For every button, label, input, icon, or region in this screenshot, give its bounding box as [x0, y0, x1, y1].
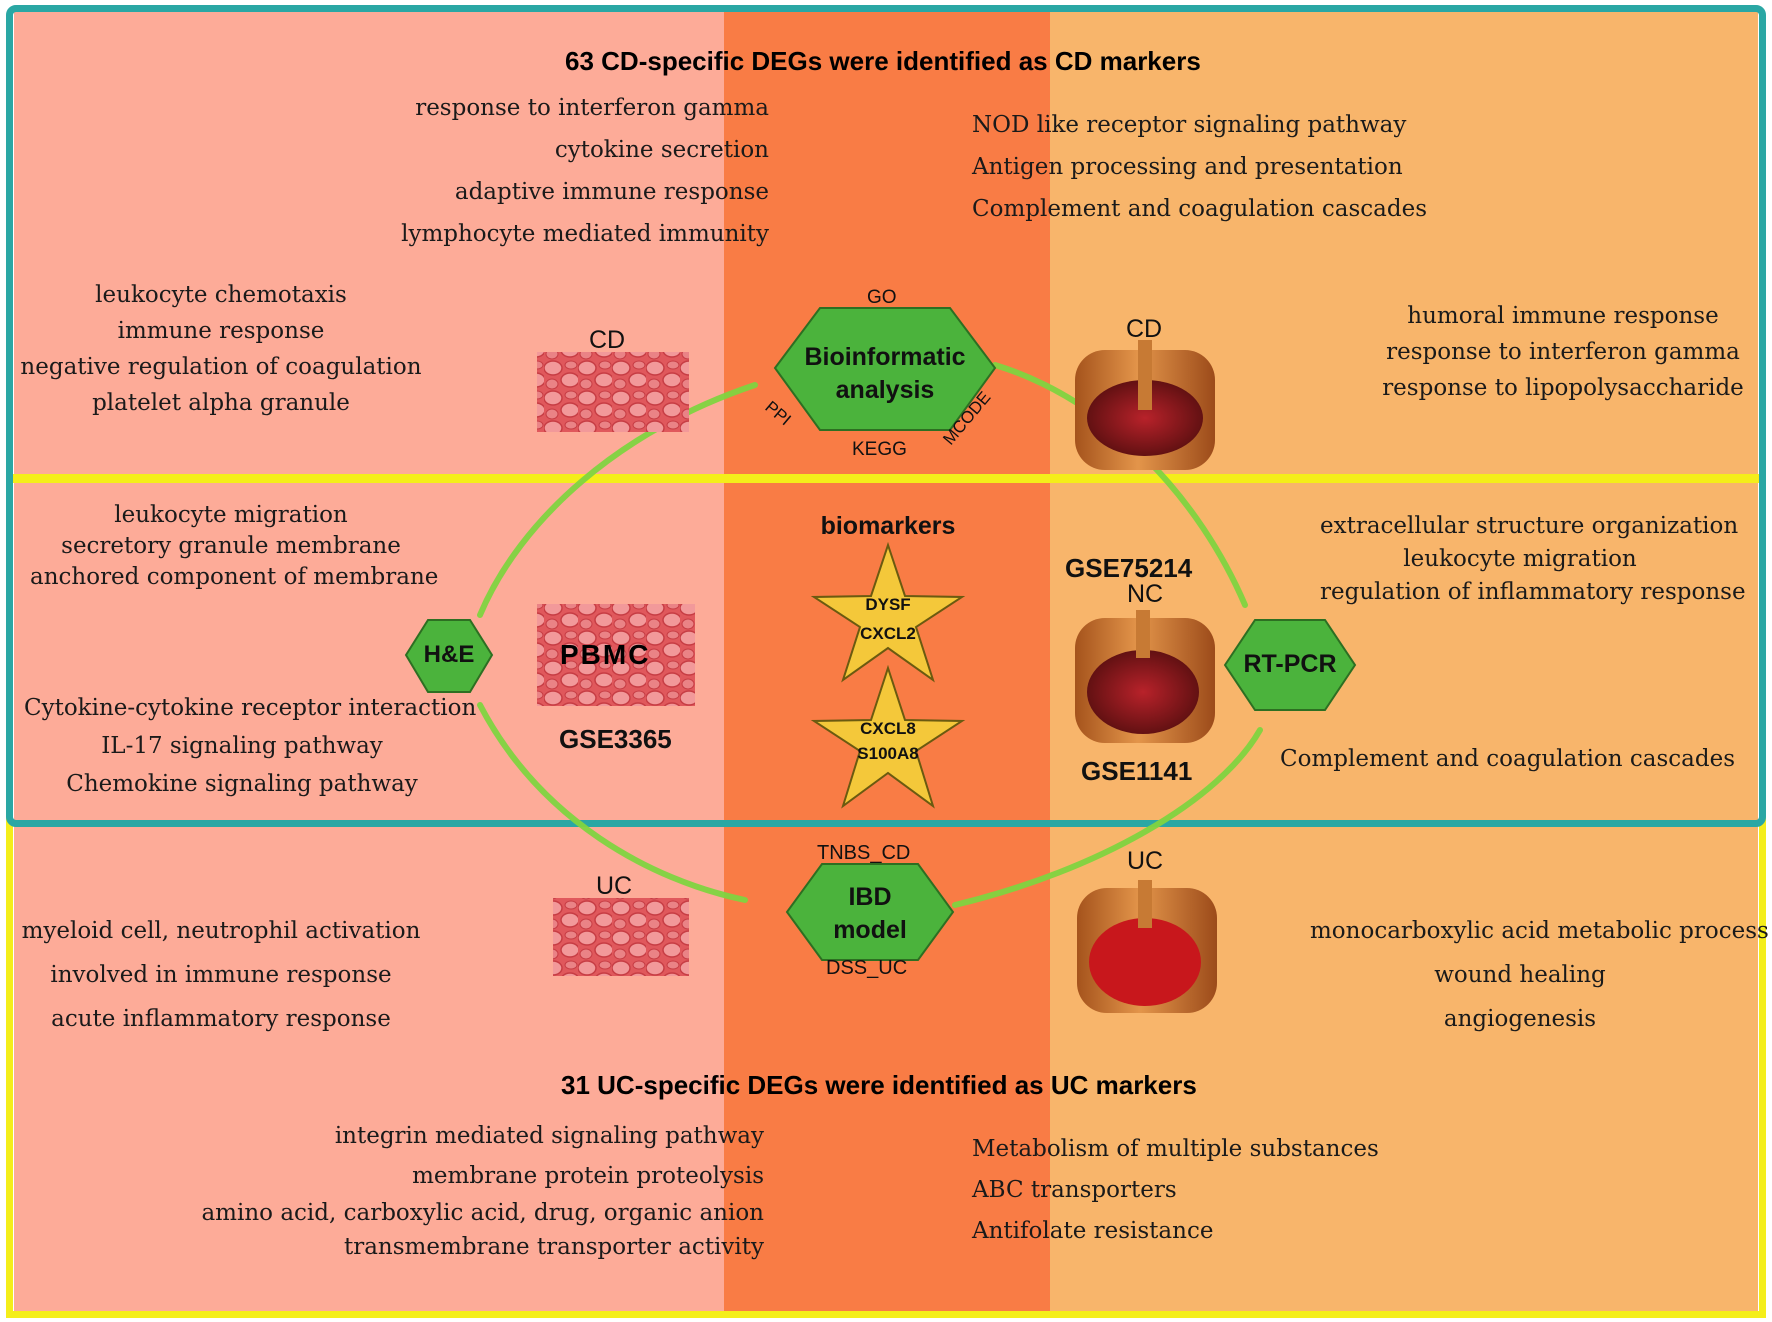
- uc-go-term: amino acid, carboxylic acid, drug, organ…: [201, 1200, 764, 1226]
- ibd-model-hexagon: [785, 863, 955, 961]
- cd-pbmc-label: CD: [589, 326, 626, 354]
- dss-uc-label: DSS_UC: [826, 957, 908, 979]
- cd-go-term: adaptive immune response: [454, 179, 769, 205]
- pbmc-cell-image: [537, 604, 695, 706]
- cd-tissue-term: humoral immune response: [1407, 303, 1719, 329]
- uc-go-term: integrin mediated signaling pathway: [334, 1123, 764, 1149]
- uc-go-term: membrane protein proteolysis: [412, 1163, 764, 1189]
- uc-pbmc-term: acute inflammatory response: [51, 1006, 391, 1032]
- kegg-label: KEGG: [852, 439, 907, 460]
- rtpcr-hexagon: [1223, 619, 1357, 711]
- uc-heading: 31 UC-specific DEGs were identified as U…: [561, 1070, 1197, 1100]
- gse1141-label: GSE1141: [1081, 756, 1193, 786]
- cycle-arrow: [477, 362, 1263, 908]
- nc-pbmc-go-term: secretory granule membrane: [61, 533, 401, 559]
- tnbs-cd-label: TNBS_CD: [817, 842, 911, 864]
- pbmc-label: PBMC: [560, 639, 651, 670]
- cd-heading: 63 CD-specific DEGs were identified as C…: [565, 46, 1201, 76]
- bioinformatic-hexagon: [773, 307, 997, 431]
- bioinformatic-label-line1: Bioinformatic: [804, 343, 966, 371]
- he-label: H&E: [423, 641, 475, 668]
- nc-tissue-label: NC: [1127, 580, 1164, 608]
- uc-pbmc-term: involved in immune response: [50, 962, 392, 988]
- biomarker-star-2: [810, 664, 966, 809]
- uc-pbmc-term: myeloid cell, neutrophil activation: [21, 918, 421, 944]
- biomarker-gene: CXCL2: [860, 624, 916, 643]
- ibd-model-label-line2: model: [833, 916, 907, 944]
- cd-tissue-term: response to lipopolysaccharide: [1382, 375, 1744, 401]
- uc-pbmc-cell-image: [553, 898, 689, 976]
- nc-pbmc-kegg-term: IL-17 signaling pathway: [101, 733, 383, 759]
- nc-pbmc-go-term: leukocyte migration: [114, 502, 348, 528]
- cd-go-term: response to interferon gamma: [415, 95, 769, 121]
- nc-colon-image: [1075, 610, 1215, 743]
- bioinformatic-label-line2: analysis: [835, 376, 935, 404]
- cd-pbmc-term: platelet alpha granule: [92, 390, 350, 416]
- nc-tissue-go-term: leukocyte migration: [1403, 546, 1637, 572]
- biomarker-gene: CXCL8: [860, 719, 916, 738]
- cd-pbmc-cell-image: [537, 352, 689, 432]
- gse3365-label: GSE3365: [559, 724, 672, 754]
- uc-tissue-term: angiogenesis: [1443, 1006, 1597, 1032]
- cd-go-term: cytokine secretion: [554, 137, 769, 163]
- cd-kegg-term: Complement and coagulation cascades: [972, 196, 1428, 222]
- ibd-model-label-line1: IBD: [848, 883, 892, 911]
- uc-pbmc-label: UC: [596, 872, 633, 900]
- gse75214-label: GSE75214: [1065, 553, 1193, 583]
- cd-kegg-term: Antigen processing and presentation: [972, 154, 1403, 180]
- he-hexagon: [404, 619, 494, 693]
- uc-section-divider: [10, 474, 1762, 483]
- go-label: GO: [867, 287, 897, 308]
- cd-tissue-term: response to interferon gamma: [1386, 339, 1740, 365]
- cd-tissue-label: CD: [1126, 315, 1163, 343]
- uc-tissue-term: wound healing: [1434, 962, 1606, 988]
- cd-kegg-term: NOD like receptor signaling pathway: [972, 112, 1407, 138]
- uc-kegg-term: ABC transporters: [972, 1177, 1177, 1203]
- nc-pbmc-kegg-term: Cytokine-cytokine receptor interaction: [24, 695, 477, 721]
- biomarkers-title: biomarkers: [820, 512, 956, 540]
- cd-colon-image: [1075, 340, 1215, 470]
- cd-go-term: lymphocyte mediated immunity: [401, 221, 769, 247]
- nc-tissue-kegg-term: Complement and coagulation cascades: [1280, 746, 1736, 772]
- uc-go-term: transmembrane transporter activity: [343, 1234, 764, 1260]
- cd-pbmc-term: negative regulation of coagulation: [20, 354, 422, 380]
- nc-pbmc-kegg-term: Chemokine signaling pathway: [66, 771, 418, 797]
- biomarker-star-1: [810, 541, 966, 683]
- uc-colon-image: [1077, 880, 1217, 1013]
- nc-tissue-go-term: extracellular structure organization: [1320, 513, 1739, 539]
- uc-kegg-term: Antifolate resistance: [972, 1218, 1214, 1244]
- uc-kegg-term: Metabolism of multiple substances: [972, 1136, 1379, 1162]
- biomarker-gene: S100A8: [857, 744, 919, 763]
- biomarker-gene: DYSF: [865, 595, 911, 614]
- uc-tissue-label: UC: [1127, 847, 1164, 875]
- center-column-background: [724, 10, 1050, 1315]
- uc-tissue-term: monocarboxylic acid metabolic process: [1310, 918, 1769, 944]
- cd-pbmc-term: leukocyte chemotaxis: [95, 282, 347, 308]
- nc-tissue-go-term: regulation of inflammatory response: [1320, 579, 1746, 605]
- nc-pbmc-go-term: anchored component of membrane: [30, 564, 439, 590]
- cd-pbmc-term: immune response: [117, 318, 325, 344]
- rtpcr-label: RT-PCR: [1243, 650, 1337, 678]
